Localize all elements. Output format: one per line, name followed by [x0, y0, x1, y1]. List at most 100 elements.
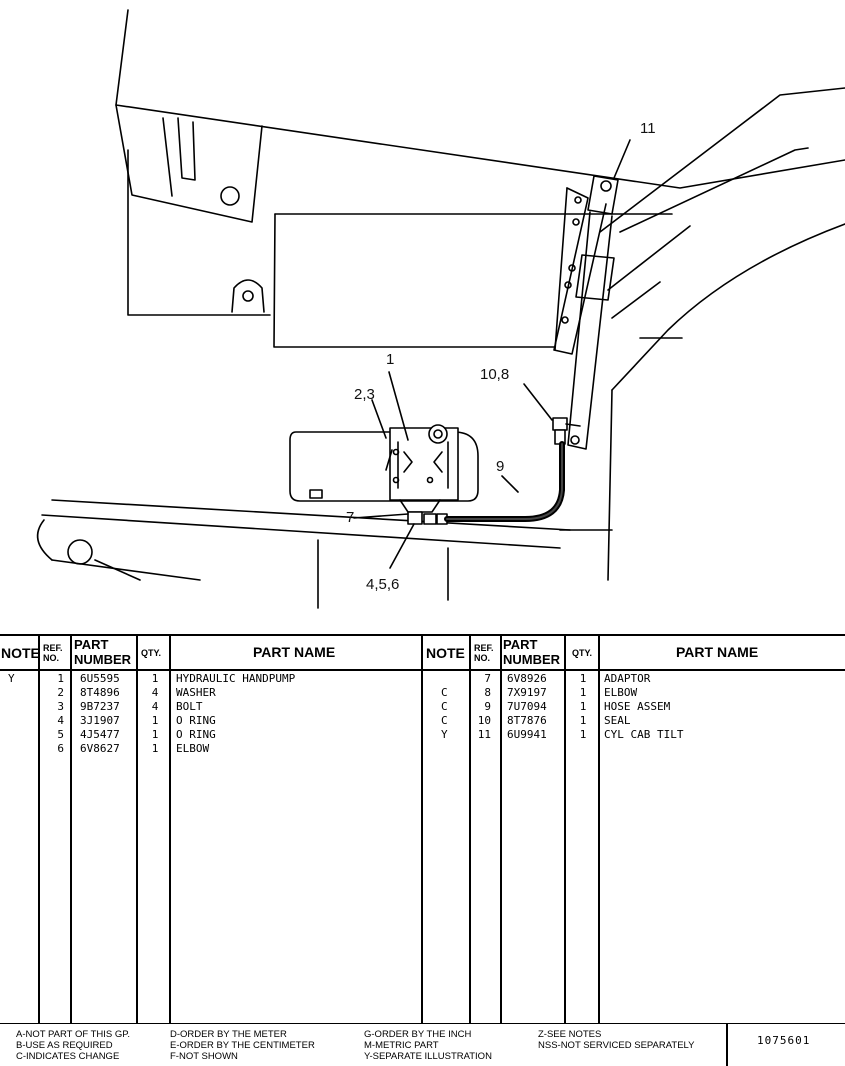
row-qty: 1: [579, 714, 587, 727]
legend-item: D-ORDER BY THE METER: [170, 1029, 287, 1040]
row-ref-no: 2: [57, 686, 64, 699]
row-ref-no: 9: [484, 700, 491, 713]
row-ref-no: 11: [477, 728, 491, 741]
row-part-name: SEAL: [604, 714, 631, 727]
legend-item: B-USE AS REQUIRED: [16, 1040, 113, 1051]
callout-9: 9: [496, 458, 505, 475]
row-qty: 1: [151, 672, 159, 685]
row-ref-no: 8: [484, 686, 491, 699]
header-part-left-l1: PART: [74, 637, 109, 652]
row-ref-no: 10: [477, 714, 491, 727]
header-qty-right: QTY.: [572, 648, 593, 658]
row-qty: 1: [579, 672, 587, 685]
row-ref-no: 4: [57, 714, 64, 727]
row-qty: 4: [151, 686, 159, 699]
row-part-number: 6V8926: [507, 672, 547, 685]
header-part-right-l1: PART: [503, 637, 538, 652]
row-qty: 1: [151, 742, 159, 755]
row-part-name: ELBOW: [176, 742, 210, 755]
row-part-number: 6U5595: [80, 672, 120, 685]
callout-4-5-6: 4,5,6: [366, 576, 400, 593]
legend-item: NSS-NOT SERVICED SEPARATELY: [538, 1040, 695, 1051]
callout-2-3: 2,3: [354, 386, 375, 403]
callout-7: 7: [346, 509, 355, 526]
row-part-number: 8T4896: [80, 686, 120, 699]
legend-divider: [726, 1024, 728, 1066]
row-qty: 1: [579, 686, 587, 699]
table-row: 6 6V8627 1 ELBOW: [0, 742, 421, 756]
table-top-border: [0, 634, 845, 636]
legend-item: Z-SEE NOTES: [538, 1029, 602, 1040]
header-note-right: NOTE: [426, 645, 465, 661]
table-row: C 8 7X9197 1 ELBOW: [0, 686, 845, 700]
header-note-left: NOTE: [1, 645, 40, 661]
exploded-view-drawing: [36, 9, 845, 609]
row-ref-no: 3: [57, 700, 64, 713]
row-part-name: ELBOW: [604, 686, 638, 699]
table-row: 2 8T4896 4 WASHER: [0, 686, 421, 700]
header-part-name-right: PART NAME: [676, 644, 759, 660]
row-part-number: 7U7094: [507, 700, 547, 713]
legend-item: C-INDICATES CHANGE: [16, 1051, 120, 1062]
header-ref-right-l2: NO.: [474, 653, 491, 663]
table-bottom-border: [0, 1022, 845, 1024]
row-note: C: [441, 700, 448, 713]
table-row: 7 6V8926 1 ADAPTOR: [0, 672, 845, 686]
header-qty-left: QTY.: [141, 648, 162, 658]
legend-item: Y-SEPARATE ILLUSTRATION: [364, 1051, 492, 1062]
row-qty: 1: [579, 700, 587, 713]
legend-item: G-ORDER BY THE INCH: [364, 1029, 472, 1040]
row-note: C: [441, 714, 448, 727]
row-note: Y: [441, 728, 448, 741]
row-note: C: [441, 686, 448, 699]
row-qty: 1: [151, 728, 159, 741]
header-ref-left-l2: NO.: [43, 653, 60, 663]
legend-item: A-NOT PART OF THIS GP.: [16, 1029, 131, 1040]
callout-10-8: 10,8: [480, 366, 510, 383]
table-row: 5 4J5477 1 O RING: [0, 728, 421, 742]
row-part-name: O RING: [176, 728, 216, 741]
row-part-name: HYDRAULIC HANDPUMP: [176, 672, 296, 685]
row-part-number: 6U9941: [507, 728, 547, 741]
header-ref-right-l1: REF.: [474, 643, 494, 653]
table-row: C 10 8T7876 1 SEAL: [0, 714, 845, 728]
callout-1: 1: [386, 351, 395, 368]
row-part-number: 6V8627: [80, 742, 120, 755]
legend-item: E-ORDER BY THE CENTIMETER: [170, 1040, 315, 1051]
row-qty: 1: [579, 728, 587, 741]
row-part-name: WASHER: [176, 686, 216, 699]
row-ref-no: 5: [57, 728, 64, 741]
row-part-name: CYL CAB TILT: [604, 728, 684, 741]
document-number: 1075601: [757, 1034, 811, 1047]
row-qty: 4: [151, 700, 159, 713]
row-qty: 1: [151, 714, 159, 727]
row-ref-no: 7: [484, 672, 491, 685]
parts-illustration: 11 1 2,3 10,8 9 7 4,5,6: [36, 9, 845, 609]
row-part-name: O RING: [176, 714, 216, 727]
parts-list-table: NOTE REF. NO. PART NUMBER QTY. PART NAME…: [0, 634, 845, 1024]
header-ref-left-l1: REF.: [43, 643, 63, 653]
row-part-number: 3J1907: [80, 714, 120, 727]
row-part-number: 4J5477: [80, 728, 120, 741]
row-part-name: ADAPTOR: [604, 672, 651, 685]
row-note: Y: [8, 672, 15, 685]
row-ref-no: 6: [57, 742, 64, 755]
row-part-number: 7X9197: [507, 686, 547, 699]
legend-item: F-NOT SHOWN: [170, 1051, 238, 1062]
table-row: 3 9B7237 4 BOLT: [0, 700, 421, 714]
table-row: C 9 7U7094 1 HOSE ASSEM: [0, 700, 845, 714]
row-part-number: 8T7876: [507, 714, 547, 727]
table-row: Y 1 6U5595 1 HYDRAULIC HANDPUMP: [0, 672, 421, 686]
header-divider: [0, 669, 845, 671]
header-part-left-l2: NUMBER: [74, 652, 132, 667]
callout-11: 11: [640, 120, 656, 137]
row-part-name: BOLT: [176, 700, 203, 713]
row-part-number: 9B7237: [80, 700, 120, 713]
row-part-name: HOSE ASSEM: [604, 700, 671, 713]
table-row: Y 11 6U9941 1 CYL CAB TILT: [0, 728, 845, 742]
table-row: 4 3J1907 1 O RING: [0, 714, 421, 728]
legend-footer: A-NOT PART OF THIS GP. B-USE AS REQUIRED…: [0, 1024, 845, 1066]
header-part-name-left: PART NAME: [253, 644, 336, 660]
legend-item: M-METRIC PART: [364, 1040, 439, 1051]
row-ref-no: 1: [57, 672, 64, 685]
